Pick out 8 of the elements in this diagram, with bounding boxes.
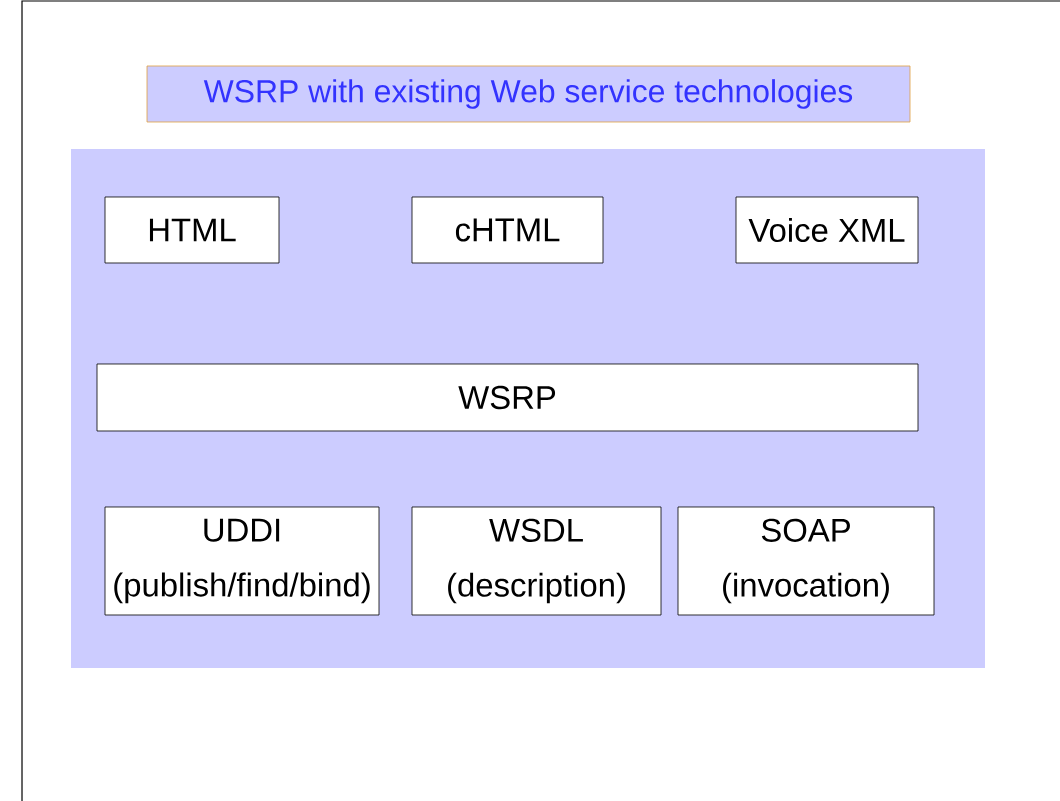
technology-box: WSDL (description) <box>411 506 662 616</box>
technology-box: UDDI (publish/find/bind) <box>104 506 380 616</box>
technology-box: SOAP (invocation) <box>677 506 935 616</box>
technology-box: HTML <box>104 196 280 264</box>
title-box: WSRP with existing Web service technologies <box>146 65 911 123</box>
technology-box: WSRP <box>96 363 919 432</box>
technology-box: Voice XML <box>735 196 919 264</box>
technology-box: cHTML <box>411 196 604 264</box>
